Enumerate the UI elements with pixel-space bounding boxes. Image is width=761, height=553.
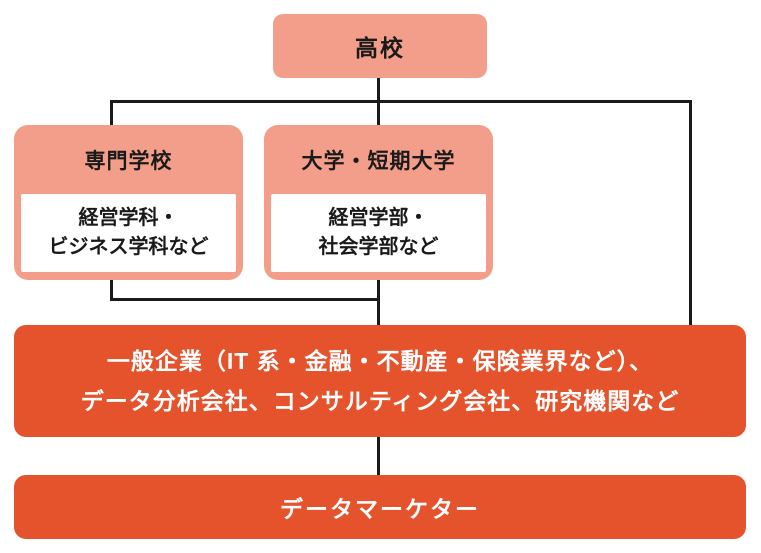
node-employers: 一般企業（IT 系・金融・不動産・保険業界など）、 データ分析会社、コンサルティ… bbox=[14, 325, 746, 437]
connector-mid-horizontal bbox=[110, 298, 380, 301]
connector-top-horizontal bbox=[110, 100, 692, 103]
university-departments: 経営学部・ 社会学部など bbox=[271, 194, 486, 272]
connector-vocational-down bbox=[110, 280, 113, 301]
employers-line2: データ分析会社、コンサルティング会社、研究機関など bbox=[80, 388, 680, 414]
connector-university-to-employers bbox=[377, 280, 380, 325]
node-university: 大学・短期大学 経営学部・ 社会学部など bbox=[264, 125, 493, 280]
vocational-school-departments: 経営学科・ ビジネス学科など bbox=[21, 194, 236, 272]
node-highschool: 高校 bbox=[273, 14, 487, 78]
connector-highschool-to-employers bbox=[689, 100, 692, 325]
connector-employers-to-role bbox=[377, 437, 380, 475]
data-marketer-label: データマーケター bbox=[280, 496, 480, 522]
university-departments-line2: 社会学部など bbox=[318, 236, 439, 258]
highschool-label: 高校 bbox=[355, 35, 405, 61]
node-data-marketer: データマーケター bbox=[14, 475, 746, 539]
vocational-departments-line1: 経営学科・ bbox=[78, 207, 179, 229]
vocational-school-title: 専門学校 bbox=[84, 149, 173, 173]
employers-line1: 一般企業（IT 系・金融・不動産・保険業界など）、 bbox=[106, 348, 654, 374]
vocational-departments-line2: ビジネス学科など bbox=[48, 236, 209, 258]
connector-top-to-vocational bbox=[110, 100, 113, 125]
node-vocational-school: 専門学校 経営学科・ ビジネス学科など bbox=[14, 125, 243, 280]
university-title: 大学・短期大学 bbox=[301, 149, 456, 173]
university-departments-line1: 経営学部・ bbox=[328, 207, 429, 229]
